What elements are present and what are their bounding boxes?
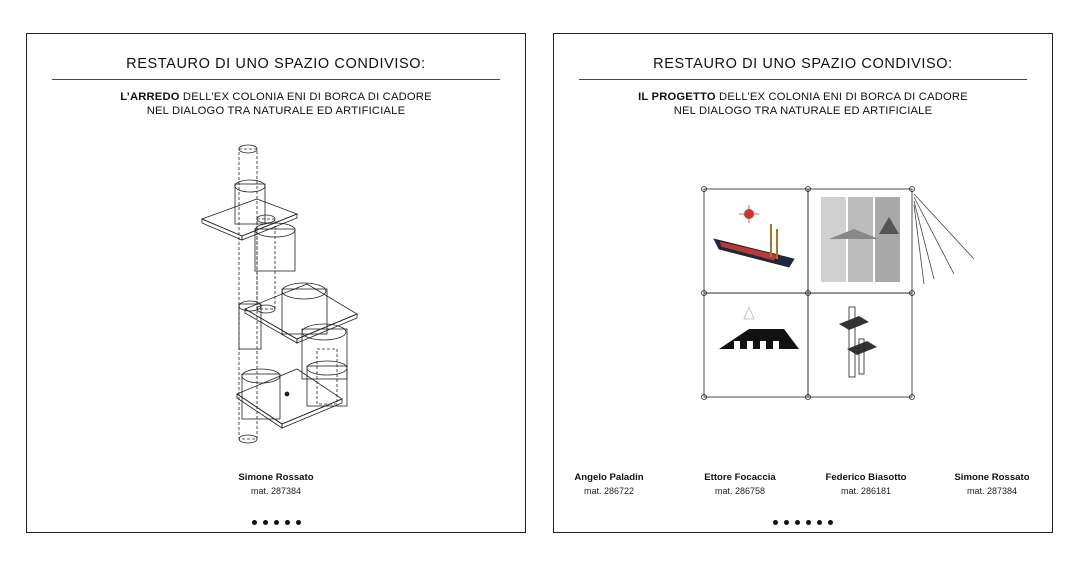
subtitle-highlight: L’ARREDO — [120, 91, 180, 103]
author-block: Federico Biasotto mat. 286181 — [806, 472, 926, 496]
pagination-dot[interactable] — [251, 520, 257, 525]
subtitle-line-2: NEL DIALOGO TRA NATURALE ED ARTIFICIALE — [146, 105, 406, 117]
pagination-dot[interactable] — [828, 520, 833, 525]
author-name: Angelo Paladin — [574, 472, 644, 483]
pagination-dot[interactable] — [284, 520, 290, 525]
author-name: Simone Rossato — [954, 472, 1030, 483]
author-matricola: mat. 286758 — [714, 486, 766, 496]
cover-panel-arredo: RESTAURO DI UNO SPAZIO CONDIVISO: L’ARRE… — [26, 33, 526, 533]
title-divider — [579, 79, 1027, 80]
subtitle-line-2: NEL DIALOGO TRA NATURALE ED ARTIFICIALE — [673, 105, 933, 117]
boat-collage-image — [713, 205, 795, 268]
cover-panel-progetto: RESTAURO DI UNO SPAZIO CONDIVISO: IL PRO… — [553, 33, 1053, 533]
panel-grid-collage — [701, 186, 975, 400]
panel-subtitle: IL PROGETTO DELL’EX COLONIA ENI DI BORCA… — [554, 90, 1052, 118]
furniture-axonometric-drawing — [200, 144, 358, 444]
building-photo-image — [821, 197, 900, 282]
author-name: Federico Biasotto — [825, 472, 907, 483]
subtitle-highlight: IL PROGETTO — [638, 91, 716, 103]
author-name: Ettore Focaccia — [704, 472, 776, 483]
furniture-mini-drawing — [839, 306, 877, 378]
pagination-dot[interactable] — [262, 520, 268, 525]
author-matricola: mat. 286722 — [583, 486, 635, 496]
pagination-dot[interactable] — [295, 520, 301, 525]
pagination-dot[interactable] — [784, 520, 789, 525]
author-name: Simone Rossato — [238, 472, 314, 483]
author-matricola: mat. 286181 — [840, 486, 892, 496]
author-block: Simone Rossato mat. 287384 — [216, 472, 336, 496]
panel-subtitle: L’ARREDO DELL’EX COLONIA ENI DI BORCA DI… — [27, 90, 525, 118]
pagination-dots — [554, 512, 1052, 530]
pagination-dot[interactable] — [817, 520, 822, 525]
author-matricola: mat. 287384 — [966, 486, 1018, 496]
pagination-dot[interactable] — [795, 520, 800, 525]
panel-title: RESTAURO DI UNO SPAZIO CONDIVISO: — [653, 56, 953, 72]
subtitle-text: DELL’EX COLONIA ENI DI BORCA DI CADORE — [715, 91, 968, 103]
title-divider — [52, 79, 500, 80]
author-block: Ettore Focaccia mat. 286758 — [680, 472, 800, 496]
pagination-dot[interactable] — [773, 520, 778, 525]
panel-title: RESTAURO DI UNO SPAZIO CONDIVISO: — [126, 56, 426, 72]
subtitle-text: DELL’EX COLONIA ENI DI BORCA DI CADORE — [179, 91, 432, 103]
building-section-drawing — [719, 305, 799, 349]
pagination-dot[interactable] — [806, 520, 811, 525]
author-block: Angelo Paladin mat. 286722 — [549, 472, 669, 496]
author-block: Simone Rossato mat. 287384 — [932, 472, 1052, 496]
pagination-dots — [27, 512, 525, 530]
author-matricola: mat. 287384 — [250, 486, 302, 496]
pagination-dot[interactable] — [273, 520, 279, 525]
